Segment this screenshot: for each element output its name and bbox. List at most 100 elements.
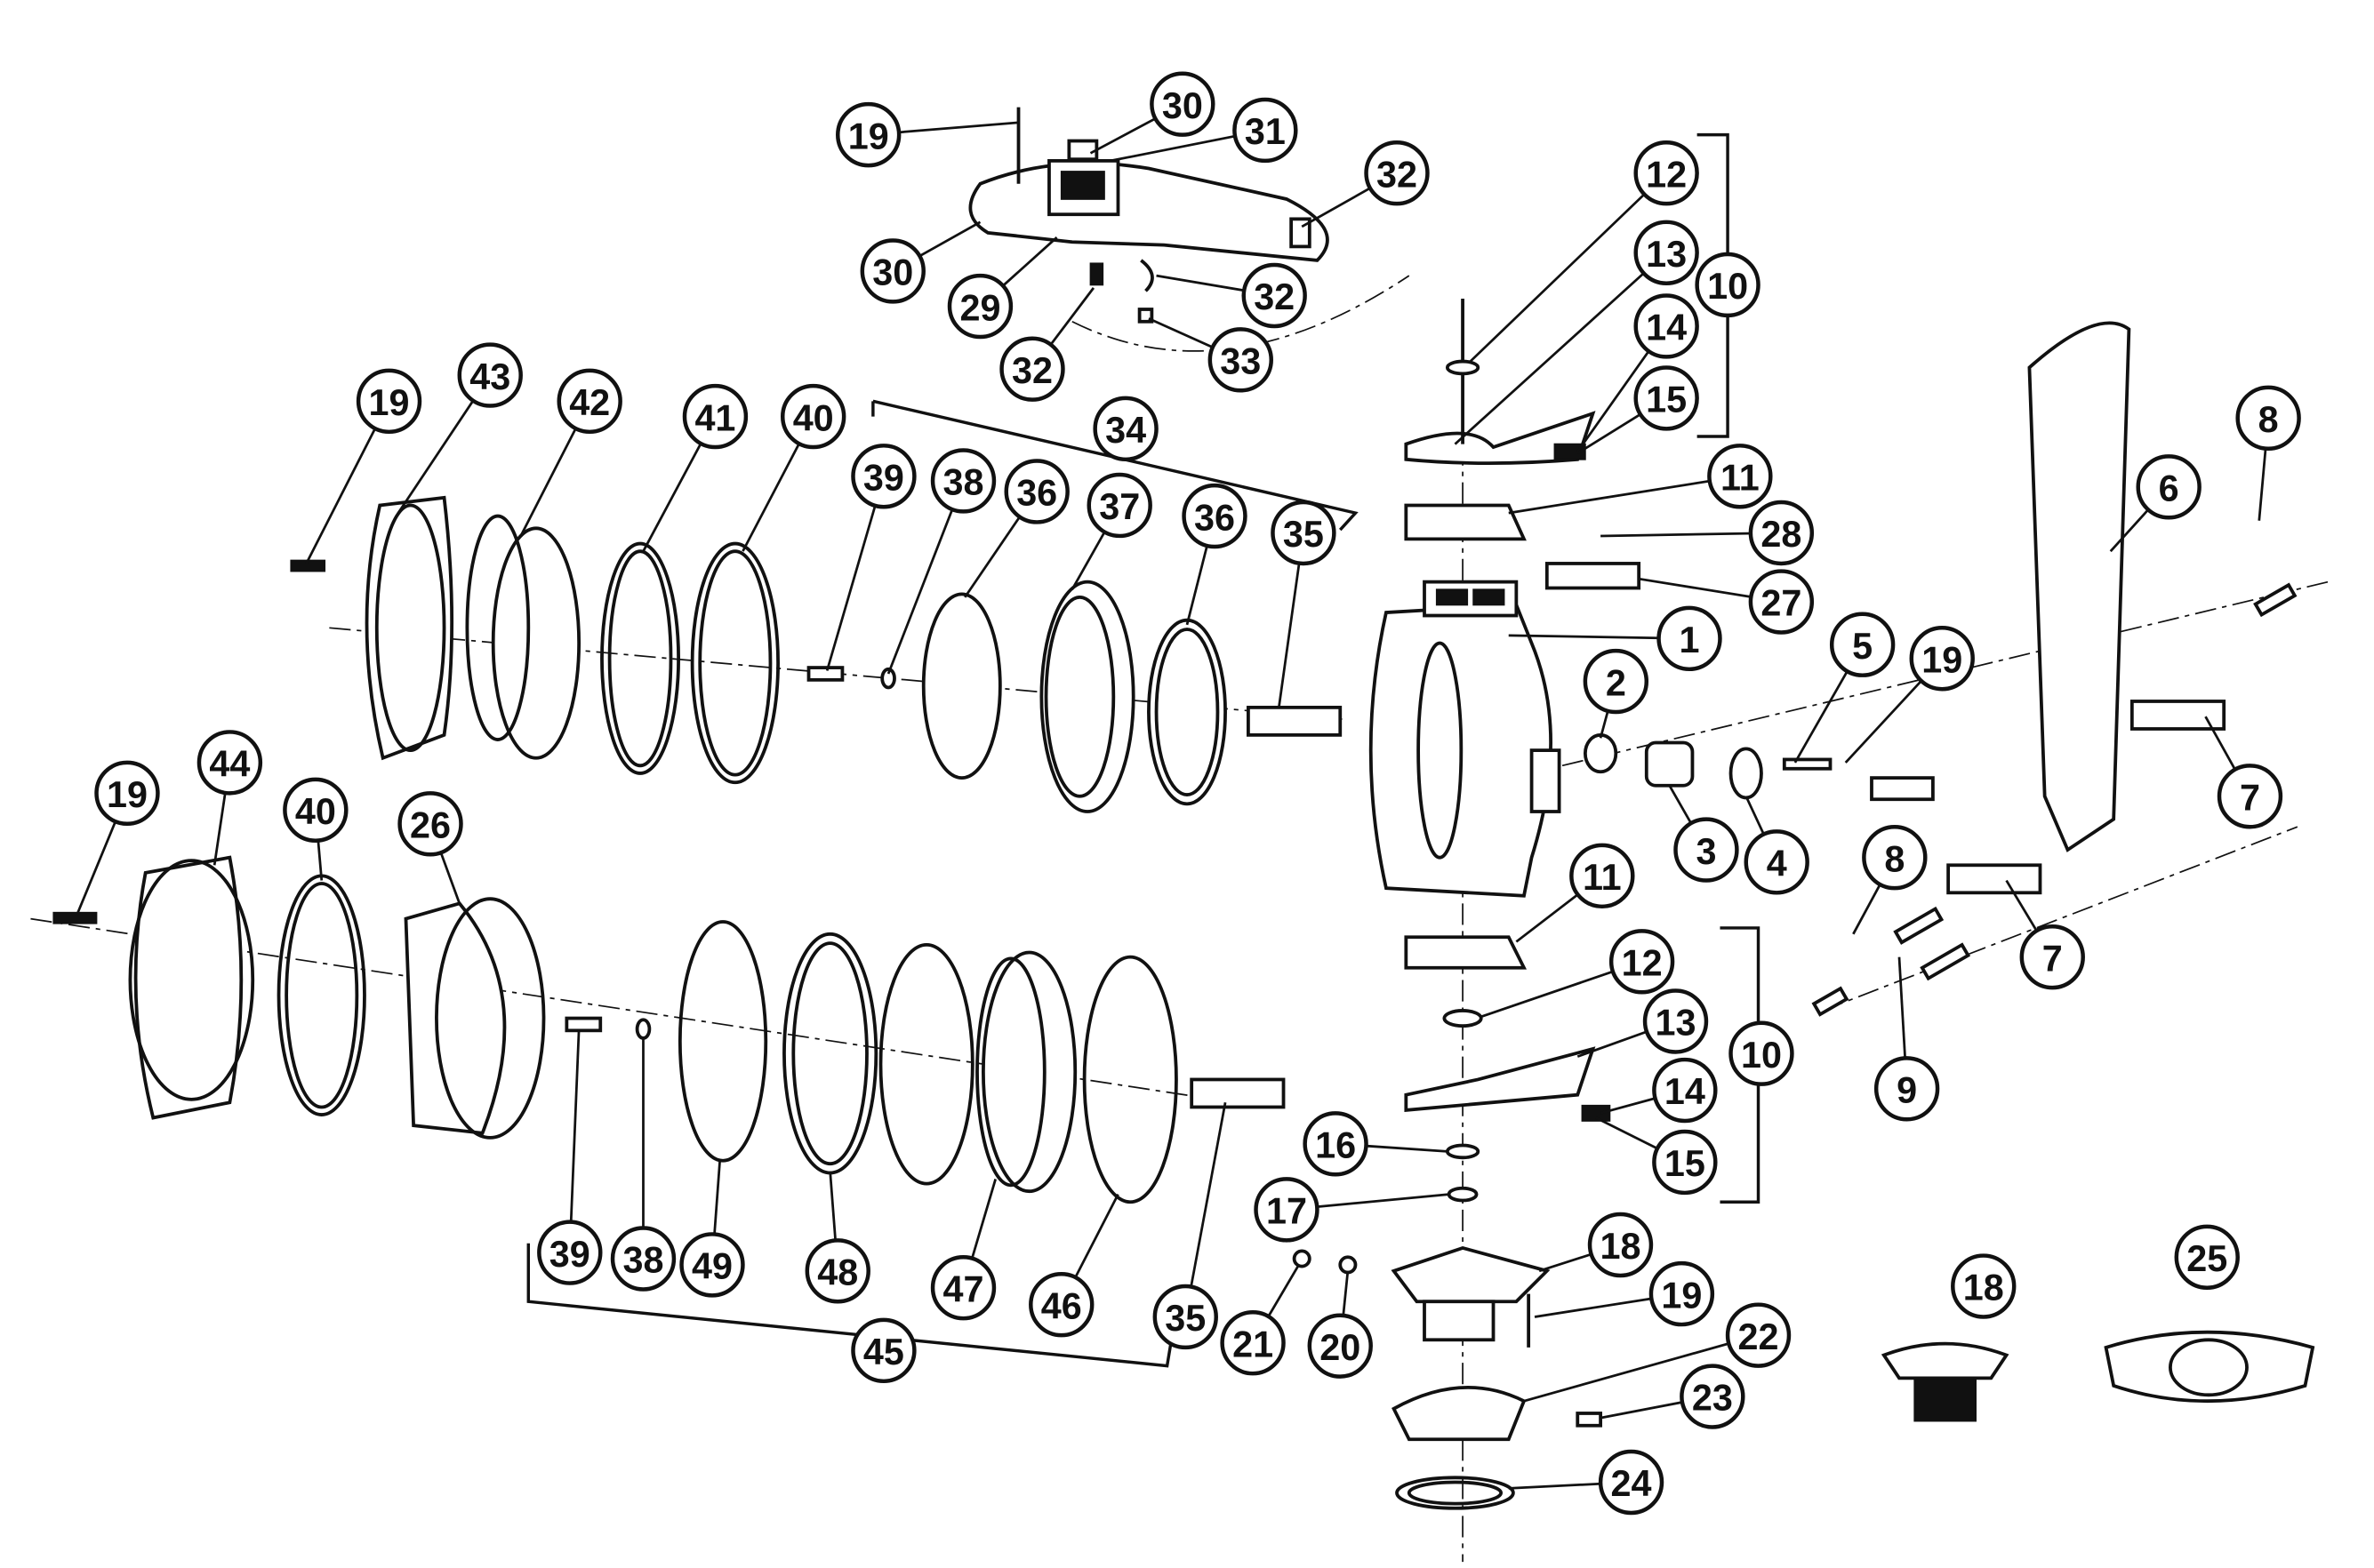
callout-circle	[2217, 764, 2283, 829]
callout-30: 30	[860, 220, 982, 304]
callout-circle	[1087, 472, 1152, 539]
callout-number: 21	[1232, 1324, 1273, 1364]
callout-8: 8	[1852, 824, 1928, 935]
callout-circle	[805, 1238, 870, 1304]
callout-23: 23	[1600, 1364, 1745, 1429]
callout-number: 39	[549, 1234, 590, 1275]
callout-circle	[1673, 817, 1739, 883]
callout-circle	[2174, 1224, 2240, 1290]
callout-circle	[1648, 1260, 1715, 1327]
callout-number: 46	[1041, 1285, 1082, 1326]
callout-number: 11	[1583, 857, 1622, 898]
leader-line	[1469, 172, 1668, 363]
leader-line	[1523, 1333, 1759, 1403]
callout-number: 1	[1680, 620, 1700, 660]
callout-18: 18	[1951, 1253, 2017, 1319]
callout-number: 43	[469, 356, 510, 397]
callout-38: 38	[886, 448, 997, 675]
callout-number: 15	[1646, 380, 1687, 420]
callout-48: 48	[805, 1171, 870, 1304]
callout-circle	[1728, 1020, 1794, 1086]
callout-circle	[94, 760, 160, 827]
callout-circle	[283, 777, 349, 843]
upper-seal-stack	[290, 495, 1343, 813]
callout-12: 12	[1480, 929, 1675, 1019]
callout-number: 31	[1245, 111, 1286, 152]
callout-circle	[1150, 71, 1215, 137]
callout-36: 36	[1182, 483, 1247, 626]
callout-circle	[1152, 1284, 1218, 1350]
callout-number: 27	[1760, 583, 1801, 624]
callout-2: 2	[1583, 648, 1649, 739]
callout-6: 6	[2109, 454, 2202, 553]
callout-circle	[930, 1255, 997, 1321]
callout-number: 14	[1646, 308, 1687, 348]
callout-number: 32	[1254, 276, 1295, 317]
callout-circle	[1303, 1111, 1368, 1177]
callout-number: 33	[1220, 341, 1261, 382]
callout-circle	[1232, 97, 1298, 164]
callout-number: 16	[1315, 1125, 1356, 1166]
callout-number: 12	[1646, 154, 1687, 195]
callout-circle	[2235, 385, 2301, 451]
callout-circle	[1656, 605, 1722, 672]
callout-circle	[1587, 1212, 1654, 1278]
callout-number: 18	[1963, 1268, 2004, 1308]
callout-40: 40	[742, 383, 846, 552]
callout-4: 4	[1744, 796, 1809, 895]
callout-14: 14	[1576, 293, 1699, 452]
callout-number: 19	[848, 116, 889, 156]
callout-number: 20	[1319, 1327, 1360, 1368]
callout-circle	[1633, 220, 1699, 285]
callout-11: 11	[1508, 444, 1773, 515]
callout-number: 30	[872, 252, 913, 293]
callout-number: 6	[2159, 468, 2179, 509]
callout-number: 41	[694, 397, 735, 438]
callout-circle	[851, 444, 917, 509]
callout-32: 32	[999, 287, 1095, 402]
callout-number: 19	[107, 774, 148, 815]
pump-body	[1292, 298, 1611, 1510]
callout-circle	[2136, 454, 2202, 520]
leader-line	[825, 476, 886, 671]
callout-27: 27	[1638, 569, 1815, 635]
callout-38: 38	[610, 1037, 677, 1292]
callout-number: 49	[692, 1246, 733, 1287]
callout-35: 35	[1152, 1102, 1227, 1350]
callout-circle	[2019, 924, 2085, 990]
callout-circle	[1680, 1364, 1745, 1429]
callout-number: 5	[1852, 626, 1873, 667]
callout-number: 24	[1611, 1463, 1652, 1504]
callout-number: 44	[209, 744, 250, 785]
callout-19: 19	[305, 368, 422, 564]
callout-circle	[1307, 1313, 1373, 1379]
callout-number: 12	[1622, 943, 1663, 984]
callout-16: 16	[1303, 1111, 1448, 1177]
callout-number: 14	[1664, 1071, 1705, 1112]
callout-circle	[397, 791, 463, 857]
callout-25: 25	[2174, 1224, 2240, 1290]
callout-44: 44	[196, 730, 263, 866]
callout-number: 8	[1884, 838, 1905, 879]
callout-31: 31	[1110, 97, 1298, 164]
leader-line	[568, 1028, 581, 1253]
callout-39: 39	[825, 444, 917, 671]
callout-circle	[1364, 140, 1430, 206]
callout-number: 2	[1606, 662, 1626, 703]
callout-circle	[1029, 1271, 1095, 1338]
callout-32: 32	[1301, 140, 1430, 228]
leader-line	[1183, 1102, 1227, 1317]
callout-circle	[610, 1226, 677, 1292]
callout-number: 7	[2240, 778, 2260, 819]
callout-circle	[836, 101, 902, 168]
callout-number: 32	[1012, 350, 1053, 391]
callout-circle	[860, 238, 926, 304]
callout-number: 25	[2186, 1238, 2227, 1279]
callout-circle	[1608, 929, 1675, 995]
callout-number: 37	[1099, 486, 1140, 527]
callout-14: 14	[1600, 1057, 1718, 1124]
callout-34: 34	[1093, 396, 1159, 462]
callout-circle	[1748, 500, 1815, 566]
callout-circle	[851, 1317, 917, 1384]
